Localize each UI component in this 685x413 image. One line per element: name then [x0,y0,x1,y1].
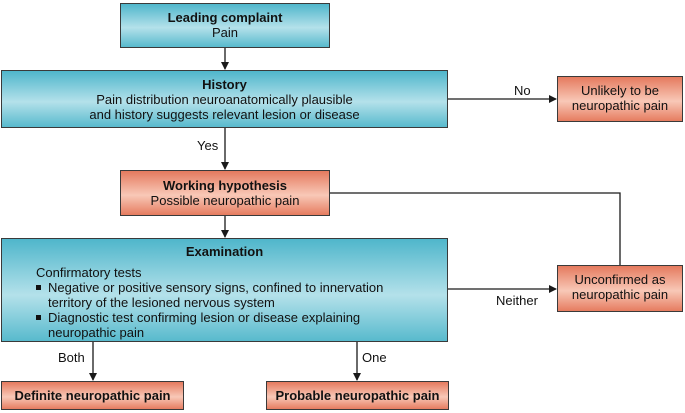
working-hypothesis-title: Working hypothesis [163,178,287,193]
leading-complaint-box: Leading complaint Pain [120,3,330,48]
bullet-icon [36,285,41,290]
unconfirmed-neuropathic-box: Unconfirmed as neuropathic pain [557,265,683,312]
label-no: No [514,83,531,98]
line-unconfirmed-to-working [330,192,621,265]
label-neither: Neither [496,293,538,308]
examination-bullet-list: Negative or positive sensory signs, conf… [36,280,447,340]
label-both: Both [58,350,85,365]
probable-neuropathic-text: Probable neuropathic pain [275,388,440,403]
examination-bullet-2: Diagnostic test confirming lesion or dis… [36,310,447,340]
bullet-icon [36,315,41,320]
leading-complaint-title: Leading complaint [167,10,283,25]
examination-bullet-2-line-1: Diagnostic test confirming lesion or dis… [48,310,361,325]
definite-neuropathic-text: Definite neuropathic pain [14,388,171,403]
label-one: One [362,350,387,365]
unconfirmed-line-2: neuropathic pain [571,287,669,302]
examination-bullet-1-line-1: Negative or positive sensory signs, conf… [48,280,384,295]
label-yes: Yes [197,138,219,153]
examination-title: Examination [185,244,264,259]
examination-bullet-2-line-2: neuropathic pain [48,325,145,340]
examination-bullet-1: Negative or positive sensory signs, conf… [36,280,447,310]
examination-subtitle: Confirmatory tests [36,265,142,280]
examination-bullet-1-line-2: territory of the lesioned nervous system [48,295,275,310]
history-line-1: Pain distribution neuroanatomically plau… [96,92,353,107]
unlikely-line-2: neuropathic pain [571,98,669,113]
working-hypothesis-text: Possible neuropathic pain [150,193,300,208]
definite-neuropathic-box: Definite neuropathic pain [1,381,184,410]
leading-complaint-text: Pain [211,25,239,40]
history-box: History Pain distribution neuroanatomica… [1,70,448,128]
unconfirmed-line-1: Unconfirmed as [574,272,666,287]
probable-neuropathic-box: Probable neuropathic pain [266,381,449,410]
unlikely-line-1: Unlikely to be [580,83,660,98]
history-title: History [202,77,247,92]
examination-box: Examination Confirmatory tests Negative … [1,238,448,342]
history-line-2: and history suggests relevant lesion or … [89,107,360,122]
working-hypothesis-box: Working hypothesis Possible neuropathic … [120,170,330,216]
unlikely-neuropathic-box: Unlikely to be neuropathic pain [557,76,683,122]
